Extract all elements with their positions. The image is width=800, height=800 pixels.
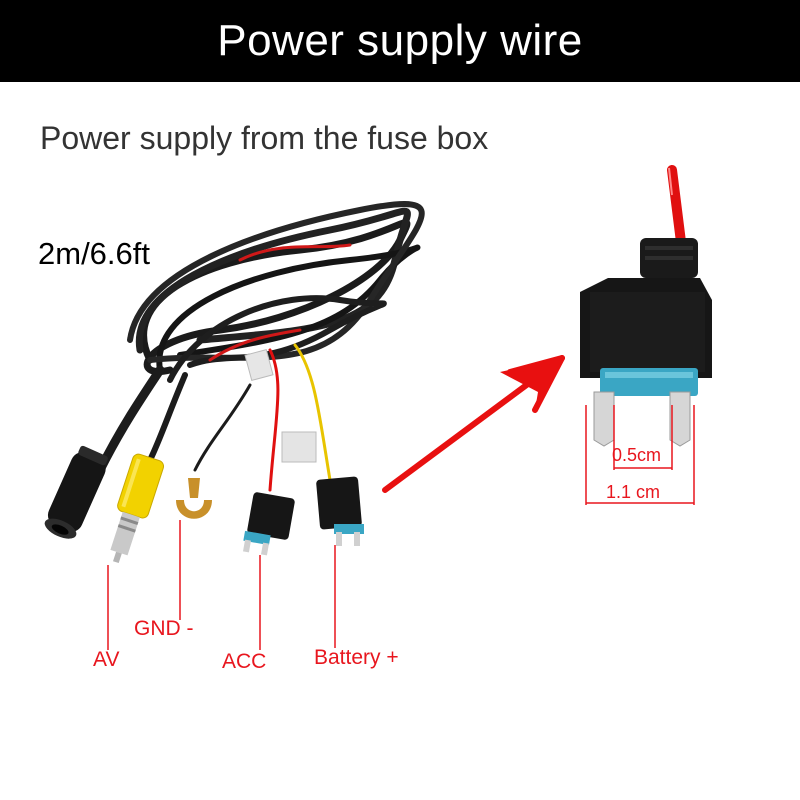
ground-fork-terminal-image <box>176 478 212 519</box>
acc-label: ACC <box>222 650 267 673</box>
av-connector-image <box>44 445 108 539</box>
title-banner: Power supply wire <box>0 0 800 82</box>
acc-fuse-holder-image <box>243 492 295 556</box>
fuse-inner-width-label: 0.5cm <box>612 445 662 465</box>
battery-fuse-holder-image <box>316 476 364 546</box>
fuse-dimension-lines <box>585 405 695 505</box>
battery-label: Battery + <box>314 646 399 669</box>
cable-bundle-image <box>95 201 425 492</box>
fuse-tap-image <box>580 165 712 447</box>
rca-connector-image <box>110 453 165 564</box>
page-title: Power supply wire <box>217 16 583 65</box>
fuse-outer-width-label: 1.1 cm <box>606 482 661 502</box>
gnd-label: GND - <box>134 617 194 640</box>
av-label: AV <box>93 648 120 671</box>
pointer-arrow <box>382 355 565 493</box>
label-leader-lines <box>107 520 336 650</box>
cable-length-label: 2m/6.6ft <box>38 236 150 271</box>
subtitle: Power supply from the fuse box <box>40 120 489 156</box>
